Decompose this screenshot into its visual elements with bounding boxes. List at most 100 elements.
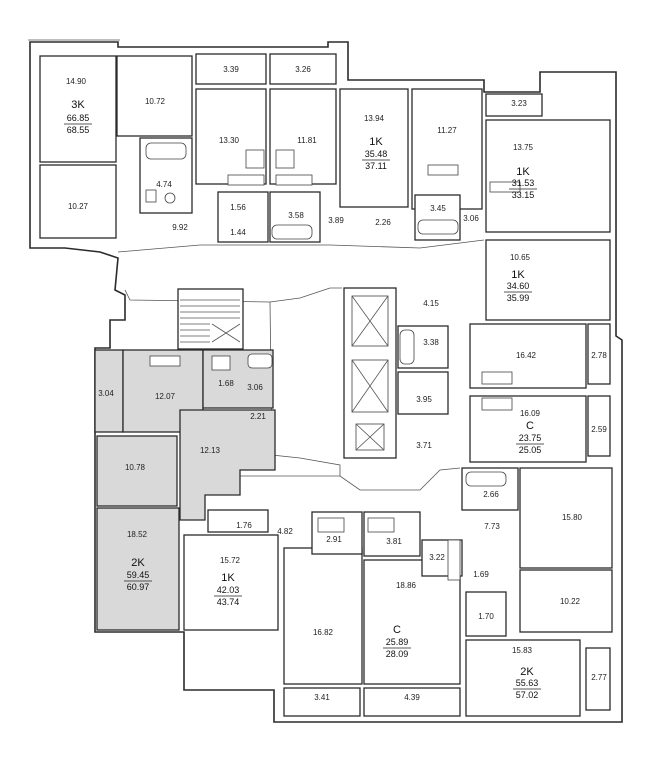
- room-1572: [183, 534, 279, 631]
- room-area: 10.78: [125, 463, 146, 472]
- apt-total-area: 33.15: [512, 190, 535, 200]
- bathtub-fixture: [247, 353, 273, 369]
- staircase: [177, 288, 244, 350]
- room-area: 3.22: [429, 553, 445, 562]
- apt-type: 3K: [71, 99, 85, 111]
- room-1580: [519, 467, 613, 569]
- label-c-south: C 25.89 28.09: [383, 624, 411, 659]
- building-outline: [28, 39, 623, 723]
- room-area: 1.68: [218, 379, 234, 388]
- room-area: 18.86: [396, 581, 417, 590]
- bath-156: [217, 191, 269, 243]
- hall-1213: [179, 409, 276, 521]
- apt-living-area: 55.63: [516, 678, 539, 688]
- room-area: 3.38: [423, 338, 439, 347]
- balcony-259: [587, 395, 611, 457]
- room-area: 10.65: [510, 253, 531, 262]
- kitchen-counter: [489, 181, 521, 193]
- stove-fixture: [245, 149, 265, 169]
- room-area: 16.09: [520, 409, 541, 418]
- room-area: 3.39: [223, 65, 239, 74]
- room-area: 9.92: [172, 223, 188, 232]
- bath-176: [207, 509, 269, 533]
- kitchen-counter: [227, 174, 265, 186]
- washbasin-fixture: [367, 517, 395, 533]
- kitchen-counter: [149, 355, 181, 367]
- room-area: 10.72: [145, 97, 166, 106]
- room-area: 1.69: [473, 570, 489, 579]
- room-area: 16.82: [313, 628, 334, 637]
- elevator-block: [343, 287, 397, 459]
- room-3k-living-3: [39, 164, 117, 239]
- room-area: 1.56: [230, 203, 246, 212]
- room-area: 2.91: [326, 535, 342, 544]
- label-1k-north: 1K 35.48 37.11: [362, 136, 390, 171]
- balcony-339: [195, 53, 267, 85]
- apt-living-area: 25.89: [386, 637, 409, 647]
- room-1022: [519, 569, 613, 633]
- room-area: 10.27: [68, 202, 89, 211]
- room-3k-living-1: [39, 55, 117, 163]
- apt-type: 1K: [516, 166, 530, 178]
- balcony-439: [363, 687, 461, 717]
- room-area: 2.77: [591, 673, 607, 682]
- apt-type: 1K: [221, 572, 235, 584]
- room-area: 1.44: [230, 228, 246, 237]
- room-area: 11.27: [437, 126, 457, 135]
- east-rooms: [397, 239, 613, 717]
- room-area: 13.30: [219, 136, 240, 145]
- label-2k-west: 2K 59.45 60.97: [124, 557, 152, 592]
- apt-total-area: 25.05: [519, 445, 542, 455]
- label-1k-ne: 1K 31.53 33.15: [509, 166, 537, 200]
- room-area: 11.81: [297, 136, 317, 145]
- apt-type: C: [526, 420, 534, 432]
- room-1078: [96, 435, 178, 507]
- label-1k-east: 1K 34.60 35.99: [504, 269, 532, 303]
- room-area: 3.71: [416, 441, 432, 450]
- label-c-east: C 23.75 25.05: [516, 420, 544, 455]
- room-area: 13.75: [513, 143, 534, 152]
- room-area: 3.41: [314, 693, 330, 702]
- room-area: 3.45: [430, 204, 446, 213]
- bathtub-fixture: [417, 219, 459, 235]
- room-area: 4.15: [423, 299, 439, 308]
- room-area: 3.26: [295, 65, 311, 74]
- apt-living-area: 59.45: [127, 570, 150, 580]
- label-1k-south: 1K 42.03 43.74: [214, 572, 242, 607]
- apt-total-area: 35.99: [507, 293, 530, 303]
- kitchen-counter: [481, 371, 513, 385]
- room-area: 18.52: [127, 530, 148, 539]
- room-area: 15.83: [512, 646, 533, 655]
- room-1127: [411, 88, 483, 210]
- room-area: 7.73: [484, 522, 500, 531]
- kitchen-counter: [427, 164, 459, 176]
- room-area: 3.23: [511, 99, 527, 108]
- room-area: 10.22: [560, 597, 581, 606]
- room-area: 16.42: [516, 351, 537, 360]
- room-1583: [465, 639, 581, 717]
- stove-fixture: [211, 355, 231, 371]
- room-area: 4.82: [277, 527, 293, 536]
- apt-living-area: 66.85: [67, 113, 90, 123]
- room-area: 2.78: [591, 351, 607, 360]
- balcony-341: [283, 687, 361, 717]
- room-area: 3.81: [386, 537, 402, 546]
- balcony-326: [269, 53, 337, 85]
- room-area: 3.95: [416, 395, 432, 404]
- bathtub-fixture: [465, 471, 507, 487]
- apartment-3k-nw[interactable]: [39, 55, 193, 239]
- apt-type: 2K: [131, 557, 145, 569]
- apartment-2k-west[interactable]: [94, 349, 276, 631]
- apt-type: C: [393, 624, 401, 636]
- apt-living-area: 23.75: [519, 433, 542, 443]
- room-area: 15.72: [220, 556, 241, 565]
- apt-type: 1K: [511, 269, 525, 281]
- apt-living-area: 31.53: [512, 178, 535, 188]
- apt-total-area: 60.97: [127, 582, 150, 592]
- apt-total-area: 28.09: [386, 649, 409, 659]
- room-area: 3.89: [328, 216, 344, 225]
- kitchen-counter: [481, 397, 513, 411]
- room-area: 12.07: [155, 392, 176, 401]
- bathtub-fixture: [271, 224, 313, 240]
